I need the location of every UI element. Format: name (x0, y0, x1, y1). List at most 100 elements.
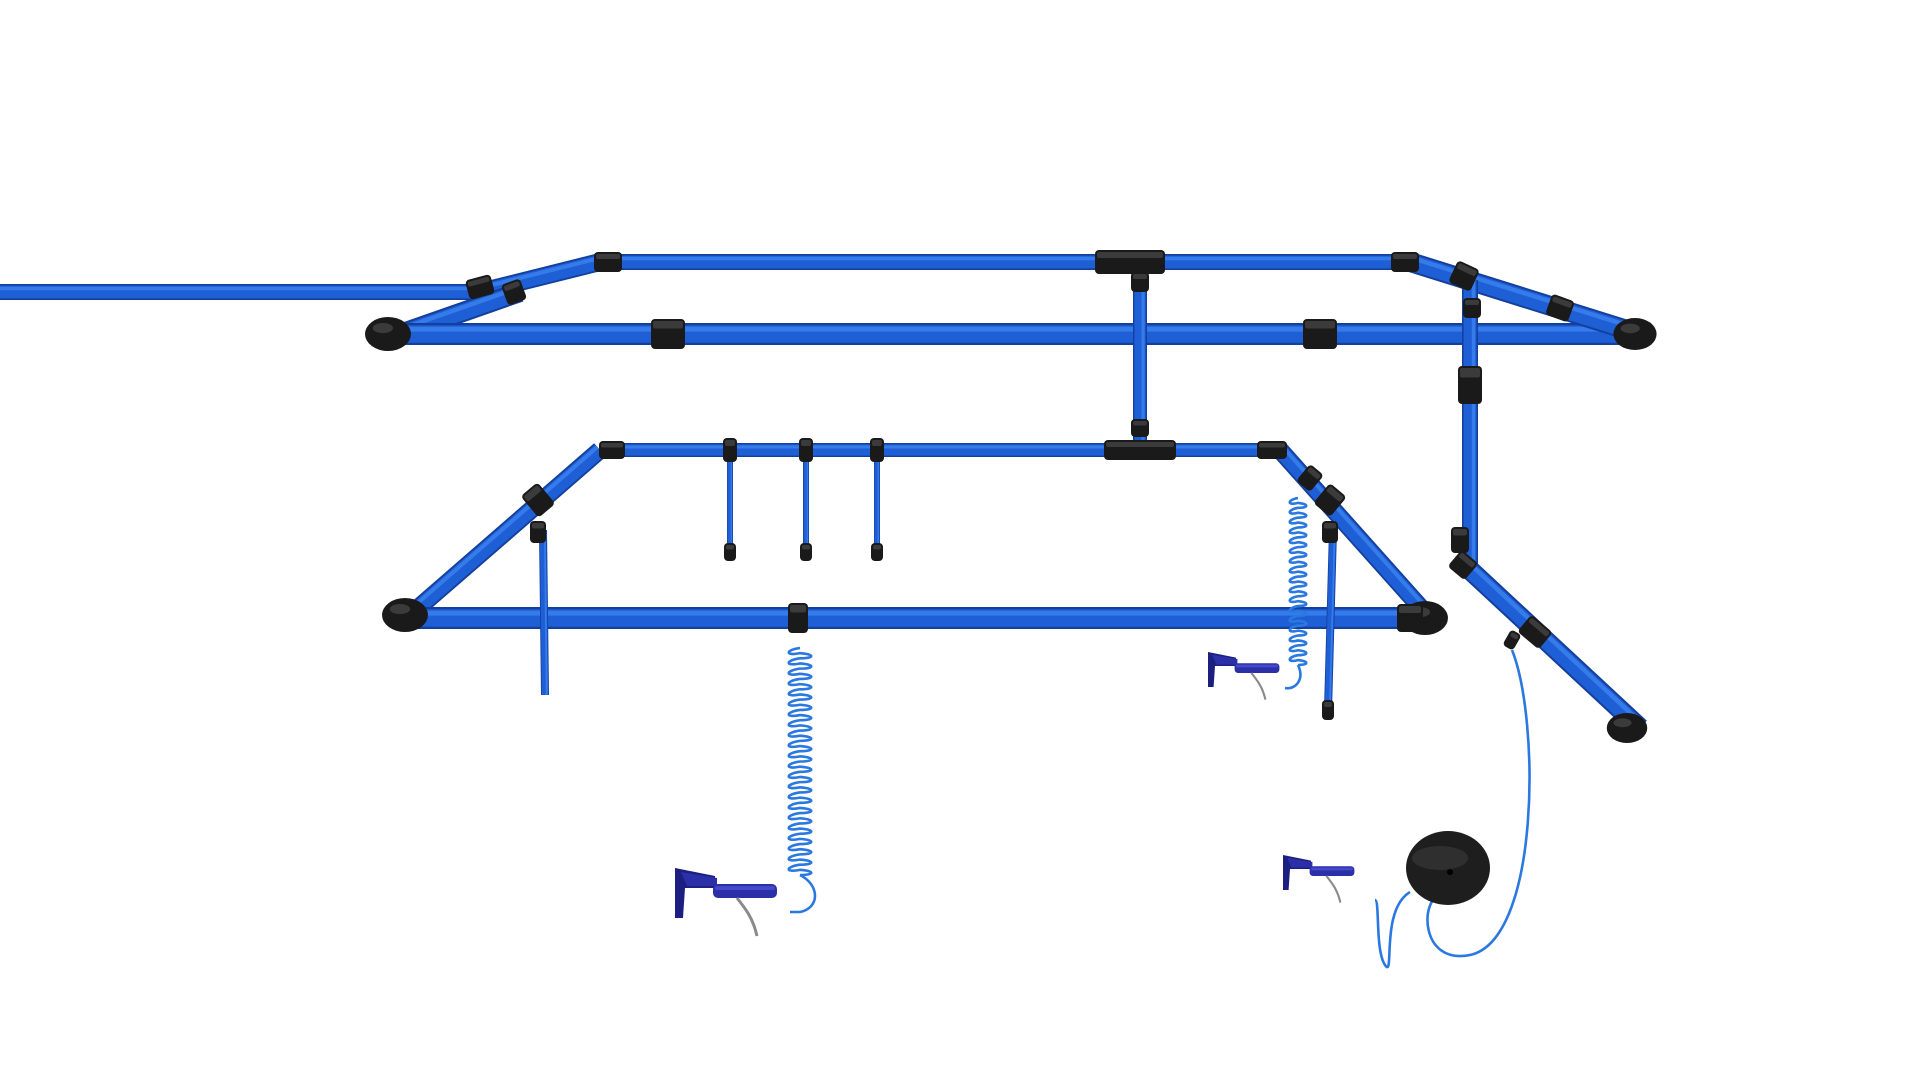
right-drop-leg-pipe (1324, 529, 1337, 711)
lower-left-diagonal-pipe (404, 443, 606, 622)
upper-front-left-elbow (365, 317, 411, 351)
riser-top-fitting (1131, 272, 1149, 292)
left-drop-top-fitting-shine (532, 523, 544, 529)
right-drop-upper-fitting (1463, 298, 1481, 318)
reel-blow-gun (1283, 855, 1355, 903)
left-blow-gun (675, 868, 777, 937)
upper-front-coupling-left (651, 319, 685, 349)
drop-leg-2-bottom-fitting (800, 543, 812, 561)
lower-left-diagonal-tee (522, 483, 554, 517)
upper-back-left-diagonal-pipe-body (478, 255, 602, 299)
riser-top-fitting-shine (1133, 274, 1147, 279)
drop-leg-1-top-fitting-shine (725, 440, 735, 446)
upper-back-pipe (600, 254, 1410, 270)
right-drop-leg-top-fitting (1322, 521, 1338, 543)
right-drop-upper-fitting-shine (1465, 300, 1479, 305)
drop-leg-1-pipe (727, 455, 733, 548)
lower-front-hose-tee (788, 603, 808, 633)
left-hose-tail (790, 873, 817, 914)
upper-front-left-elbow-body (365, 317, 411, 351)
upper-back-left-diagonal-pipe (477, 253, 603, 301)
lower-front-left-elbow-shine (389, 603, 411, 615)
reel-hose-connector (1503, 630, 1521, 650)
left-blow-gun-body-shine (681, 872, 717, 886)
feed-connector-fitting (465, 274, 495, 300)
hose-reel (1406, 831, 1490, 905)
hoses (787, 496, 1531, 969)
upper-back-tee (1095, 250, 1165, 274)
reel-output-hose (1373, 890, 1411, 969)
hose-reel-hub (1447, 869, 1453, 875)
lower-front-pipe (410, 607, 1430, 629)
lower-front-left-elbow-body (382, 598, 428, 632)
upper-left-coupling (501, 279, 527, 305)
right-blow-gun-barrel-shine (1236, 664, 1278, 668)
right-drop-elbow (1449, 551, 1477, 579)
right-diagonal-end-cap-body (1606, 713, 1648, 743)
upper-front-coupling-right (1303, 319, 1337, 349)
drop-leg-2-pipe (803, 455, 809, 548)
fittings (365, 250, 1657, 743)
drop-leg-3-bottom-fitting-shine (873, 545, 881, 550)
upper-back-left-elbow (594, 252, 622, 272)
upper-right-corner-tee (1449, 261, 1479, 291)
upper-back-right-elbow-shine (1393, 254, 1417, 259)
upper-back-tee-shine (1097, 252, 1163, 258)
upper-right-diagonal-pipe (1407, 252, 1643, 344)
right-lower-diagonal-pipe-body (1464, 564, 1646, 734)
reel-supply-hose (1426, 649, 1531, 958)
drop-leg-2-top-fitting-shine (801, 440, 811, 446)
lower-left-diagonal-pipe-body (405, 444, 605, 621)
right-diagonal-end-cap-shine (1613, 718, 1632, 728)
lower-back-tee-shine (1106, 442, 1174, 447)
right-drop-lower-fitting-shine (1453, 529, 1467, 536)
right-hose-tail (1284, 664, 1302, 690)
lower-back-left-elbow-shine (601, 443, 623, 448)
right-blow-gun (1208, 652, 1280, 700)
reel-hose-connector-shine (1510, 632, 1519, 640)
feed-line-pipe (0, 284, 480, 300)
lower-right-hose-tee-shine (1307, 467, 1321, 480)
lower-left-diagonal-tee-shine (524, 485, 541, 502)
left-blow-gun-barrel-shine (715, 886, 775, 890)
upper-right-coupling (1546, 294, 1574, 322)
upper-right-coupling-shine (1552, 296, 1572, 308)
left-drop-top-fitting (530, 521, 546, 543)
lower-front-hose-tee-shine (790, 605, 806, 613)
right-vertical-drop-pipe (1462, 280, 1478, 570)
right-drop-leg-bottom-fitting-shine (1324, 702, 1332, 707)
upper-front-right-elbow-body (1613, 318, 1657, 350)
upper-back-right-elbow (1391, 252, 1419, 272)
right-drop-leg-top-fitting-shine (1324, 523, 1336, 529)
upper-right-diagonal-pipe-body (1407, 254, 1643, 342)
upper-front-right-elbow-shine (1620, 323, 1640, 334)
lower-back-pipe (600, 443, 1280, 457)
riser-bottom-fitting-shine (1133, 421, 1147, 426)
lower-right-diagonal-tee-shine (1326, 486, 1344, 502)
drop-leg-2-top-fitting (799, 438, 813, 462)
right-diagonal-tee-shine (1528, 618, 1550, 637)
drop-legs (539, 455, 1337, 711)
upper-back-left-elbow-shine (596, 254, 620, 259)
lower-back-tee (1104, 440, 1176, 460)
riser-bottom-fitting (1131, 419, 1149, 437)
lower-loop (404, 443, 1437, 629)
upper-loop (0, 252, 1647, 736)
right-drop-lower-fitting (1451, 527, 1469, 553)
right-drop-leg-pipe-body (1324, 529, 1337, 711)
right-diagonal-tee (1518, 616, 1552, 648)
drop-leg-1-bottom-fitting (724, 543, 736, 561)
left-drop-leg-pipe-body (539, 529, 549, 696)
lower-right-diagonal-tee (1314, 484, 1346, 516)
drop-leg-3-top-fitting (870, 438, 884, 462)
lower-right-hose-tee (1297, 465, 1323, 491)
upper-back-left-diagonal-pipe-highlight (478, 256, 600, 291)
left-drop-leg-pipe-highlight (543, 529, 548, 695)
drop-leg-3-pipe (874, 455, 880, 548)
drop-leg-3-bottom-fitting (871, 543, 883, 561)
right-diagonal-end-cap (1606, 713, 1648, 743)
drop-leg-1-bottom-fitting-shine (726, 545, 734, 550)
feed-connector-fitting-shine (467, 276, 490, 287)
right-lower-diagonal-pipe (1463, 562, 1647, 736)
right-lower-diagonal-pipe-highlight (1471, 565, 1645, 727)
